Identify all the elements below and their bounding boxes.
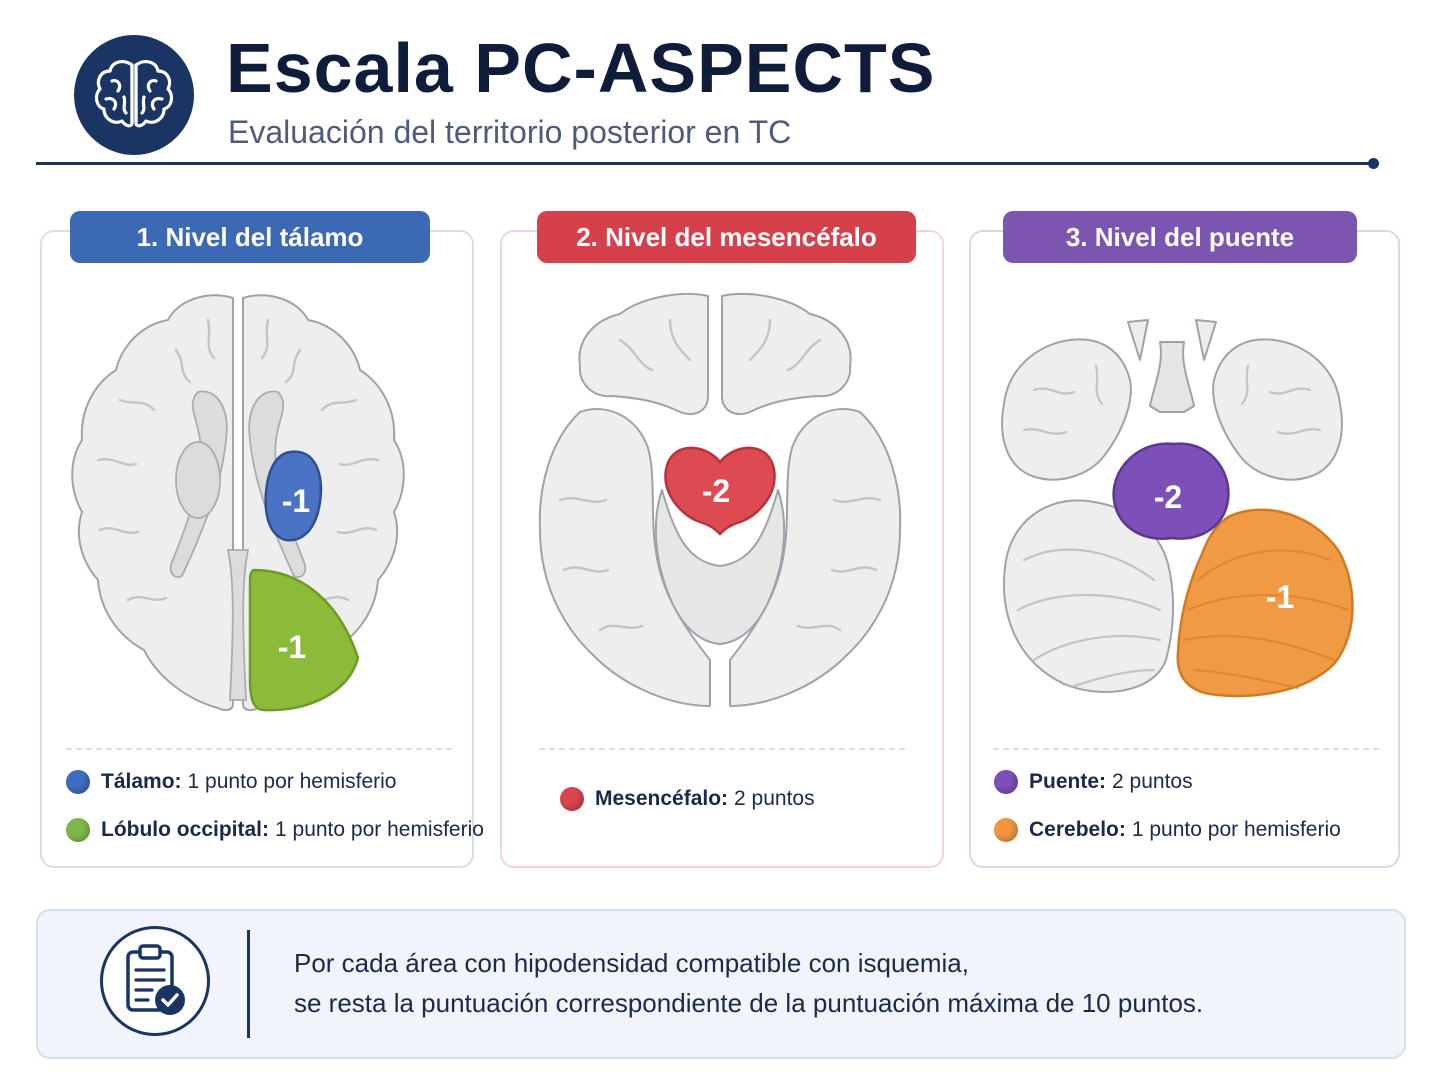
page-title: Escala PC-ASPECTS <box>226 29 936 107</box>
footer-separator <box>247 930 250 1038</box>
midbrain-level-brain-diagram: -2 <box>538 293 902 707</box>
panel-label-pons: 3. Nivel del puente <box>1003 211 1357 263</box>
thalamus-color-dot <box>66 770 90 794</box>
legend-name-occipital: Lóbulo occipital: <box>101 818 269 841</box>
legend-desc-occipital: 1 punto por hemisferio <box>275 818 484 841</box>
panel-3-divider <box>993 748 1379 750</box>
legend-desc-thalamus: 1 punto por hemisferio <box>187 770 397 793</box>
brain-logo-icon <box>74 35 194 155</box>
legend-name-pons: Puente: <box>1029 770 1107 793</box>
occipital-color-dot <box>66 818 90 842</box>
legend-desc-cerebellum: 1 punto por hemisferio <box>1131 818 1341 841</box>
pons-color-dot <box>994 770 1018 794</box>
midbrain-color-dot <box>560 787 584 811</box>
panel-2-divider <box>539 748 905 750</box>
legend-item-pons: Puente: 2 puntos <box>994 770 1193 794</box>
legend-item-thalamus: Tálamo: 1 punto por hemisferio <box>66 770 396 794</box>
midbrain-score-label: -2 <box>702 473 730 509</box>
panel-1-divider <box>66 748 452 750</box>
thalamus-score-label: -1 <box>282 483 310 519</box>
panel-label-thalamus: 1. Nivel del tálamo <box>70 211 430 263</box>
legend-item-midbrain: Mesencéfalo: 2 puntos <box>560 787 815 811</box>
cerebellum-score-label: -1 <box>1266 579 1294 615</box>
pons-level-brain-diagram: -2 -1 <box>1001 319 1354 698</box>
footer-note-box <box>36 909 1406 1059</box>
thalamus-level-brain-diagram: -1 -1 <box>71 294 405 712</box>
clipboard-check-icon <box>100 926 210 1036</box>
cerebellum-color-dot <box>994 818 1018 842</box>
occipital-score-label: -1 <box>278 629 306 665</box>
legend-name-midbrain: Mesencéfalo: <box>595 787 729 810</box>
footer-note-line-2: se resta la puntuación correspondiente d… <box>294 988 1204 1018</box>
legend-item-occipital: Lóbulo occipital: 1 punto por hemisferio <box>66 818 484 842</box>
panel-label-midbrain: 2. Nivel del mesencéfalo <box>537 211 916 263</box>
header-divider <box>36 162 1374 165</box>
legend-name-thalamus: Tálamo: <box>101 770 182 793</box>
page-subtitle: Evaluación del territorio posterior en T… <box>228 114 792 150</box>
legend-desc-midbrain: 2 puntos <box>734 787 815 810</box>
header-divider-dot <box>1368 158 1379 169</box>
legend-name-cerebellum: Cerebelo: <box>1029 818 1126 841</box>
pons-score-label: -2 <box>1154 479 1182 515</box>
legend-item-cerebellum: Cerebelo: 1 punto por hemisferio <box>994 818 1341 842</box>
footer-note-line-1: Por cada área con hipodensidad compatibl… <box>294 948 969 978</box>
legend-desc-pons: 2 puntos <box>1112 770 1193 793</box>
